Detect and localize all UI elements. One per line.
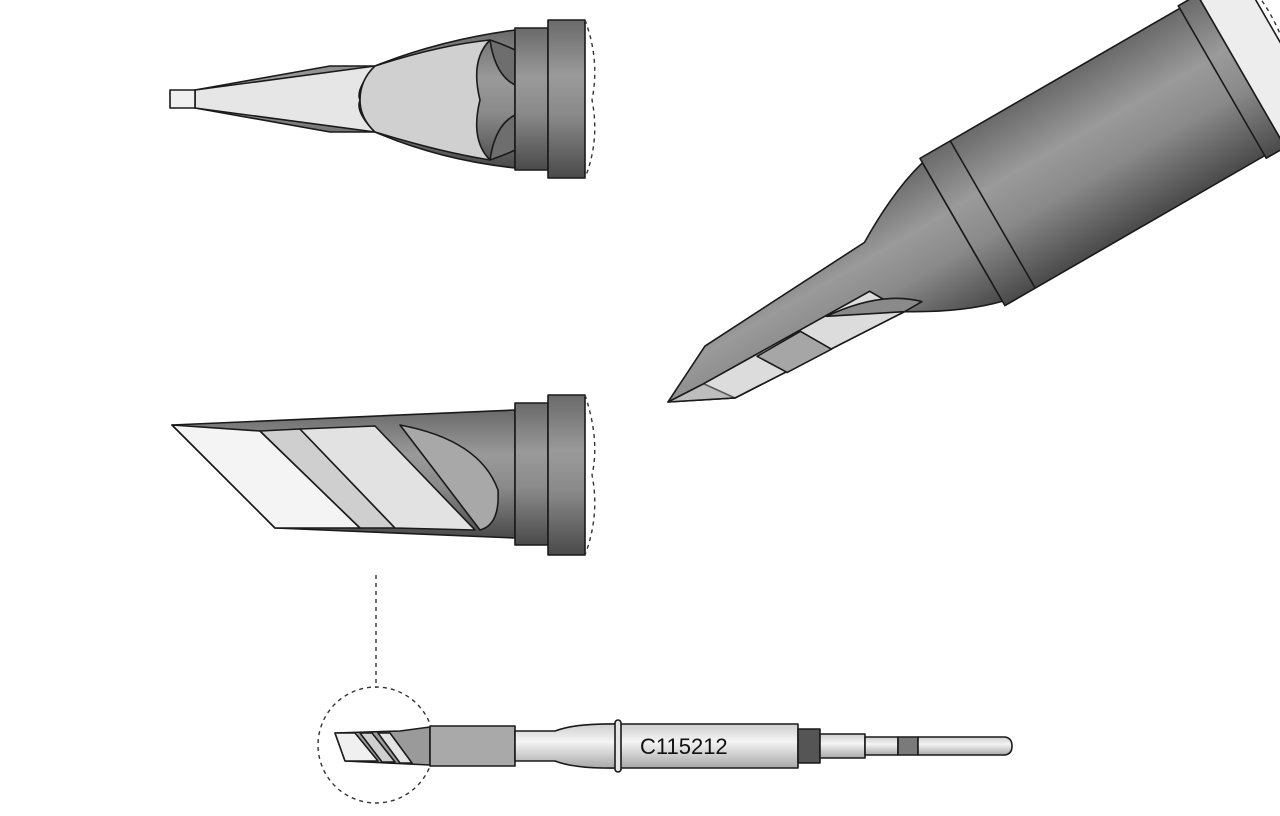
part-number-label: C115212 — [640, 734, 728, 759]
full-cartridge: C115212 — [334, 719, 1013, 773]
top-view-tip — [169, 19, 596, 179]
side-view-tip — [171, 394, 596, 556]
perspective-view-tip — [667, 0, 1280, 403]
